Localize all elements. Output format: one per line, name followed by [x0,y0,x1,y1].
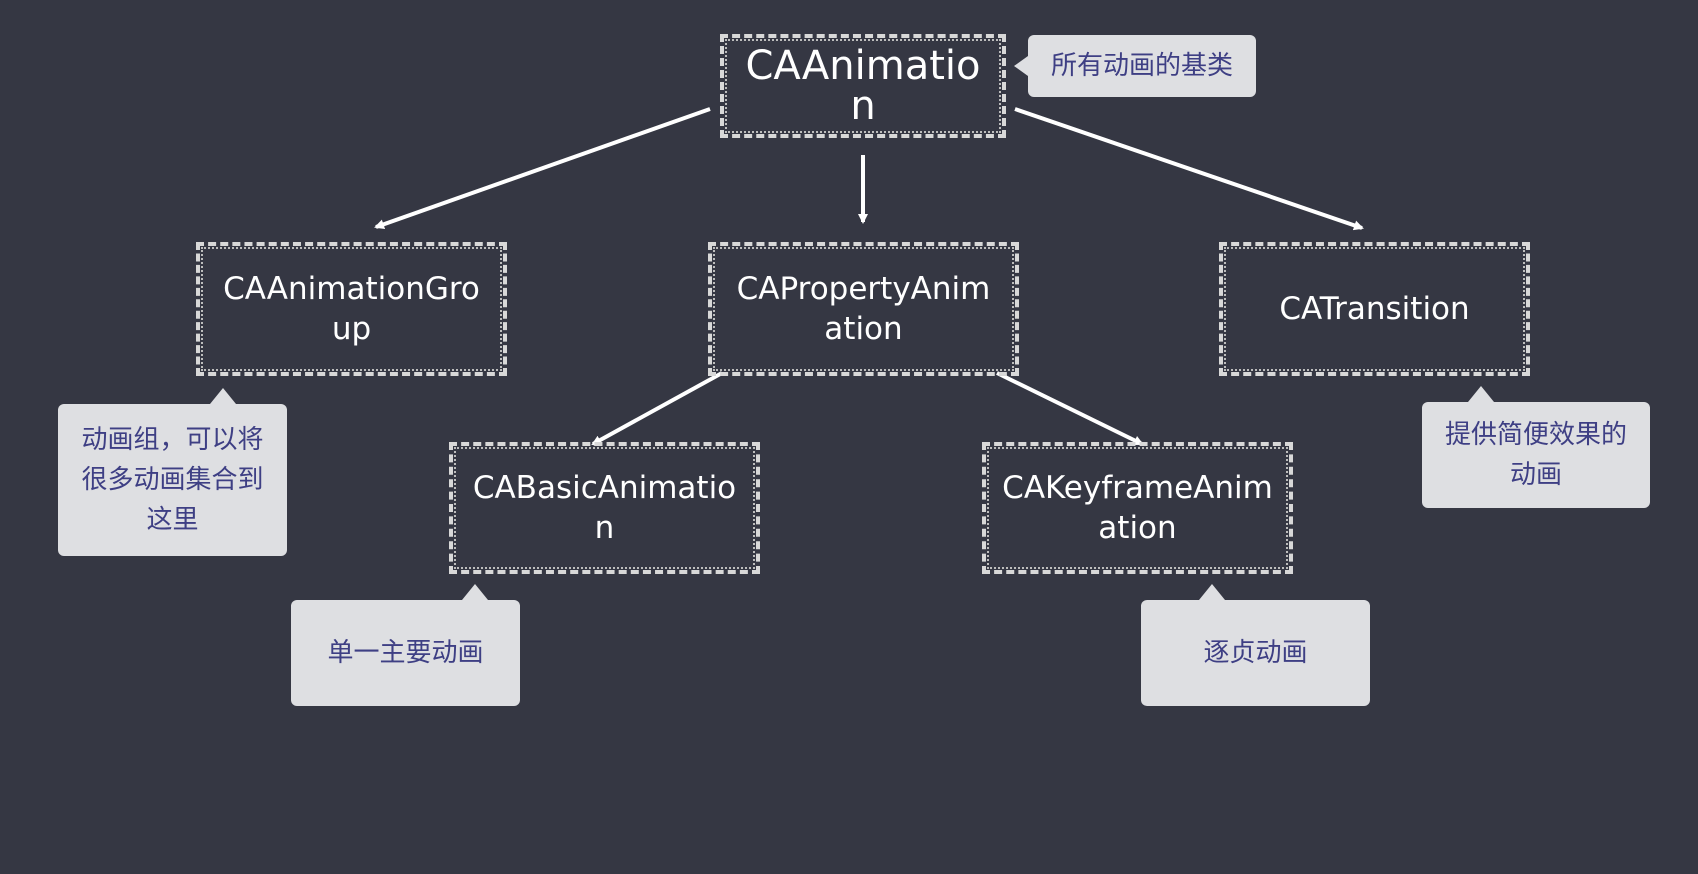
node-caanimationgroup-label: CAAnimationGroup [223,271,480,347]
edge-capropertyanimation-to-cabasicanimation [591,371,723,446]
node-catransition: CATransition [1219,242,1530,376]
edge-caanimation-to-caanimationgroup [374,107,711,230]
edge-caanimation-to-catransition [1014,107,1364,231]
node-catransition-label: CATransition [1279,291,1470,327]
node-cakeyframeanimation-label: CAKeyframeAnimation [1002,470,1273,546]
note-catransition-text: 提供简便效果的动画 [1444,420,1627,490]
node-cabasicanimation-label: CABasicAnimation [472,470,737,546]
note-cakeyframeanimation: 逐贞动画 [1141,600,1370,706]
edge-capropertyanimation-to-cakeyframeanimation [996,371,1144,446]
note-caanimationgroup-text: 动画组，可以将很多动画集合到这里 [81,425,264,535]
note-caanimation-text: 所有动画的基类 [1050,51,1233,81]
node-capropertyanimation: CAPropertyAnimation [708,242,1019,376]
node-cakeyframeanimation: CAKeyframeAnimation [982,442,1293,574]
node-caanimation-label: CAAnimation [745,43,981,129]
node-cabasicanimation: CABasicAnimation [449,442,760,574]
note-caanimationgroup: 动画组，可以将很多动画集合到这里 [58,404,287,556]
note-catransition: 提供简便效果的动画 [1422,402,1650,508]
node-caanimationgroup: CAAnimationGroup [196,242,507,376]
node-capropertyanimation-label: CAPropertyAnimation [736,271,991,347]
note-cabasicanimation-text: 单一主要动画 [327,638,484,668]
node-caanimation: CAAnimation [720,34,1006,138]
note-caanimation: 所有动画的基类 [1028,35,1256,97]
note-cabasicanimation: 单一主要动画 [291,600,520,706]
note-cakeyframeanimation-text: 逐贞动画 [1203,638,1308,668]
